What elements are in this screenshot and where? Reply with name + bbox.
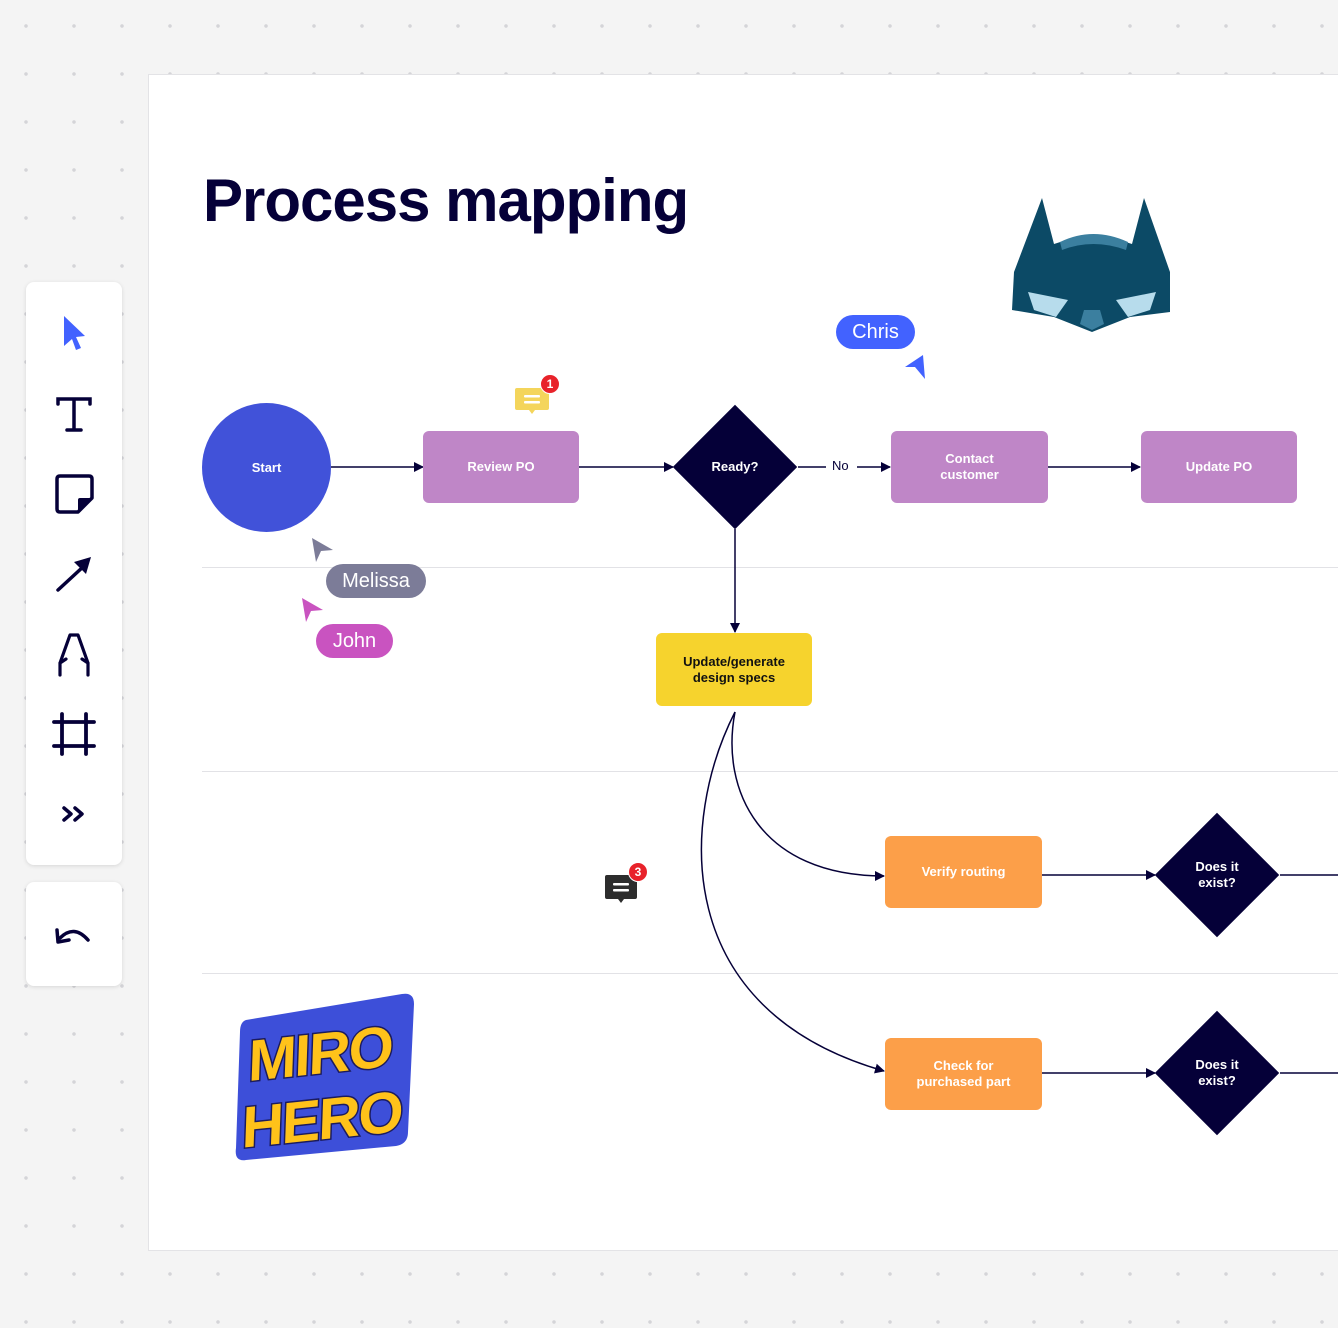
miro-hero-sticker[interactable]: MIRO HERO <box>232 992 418 1162</box>
comment-count-badge: 3 <box>628 862 648 882</box>
undo-icon <box>55 928 90 944</box>
undo-button[interactable] <box>50 910 98 958</box>
arrow-line-icon <box>56 557 91 592</box>
sticky-note-icon <box>55 474 94 514</box>
check-purchased-part-node[interactable]: Check for purchased part <box>885 1038 1042 1110</box>
update-specs-node[interactable]: Update/generate design specs <box>656 633 812 706</box>
start-label: Start <box>251 459 282 475</box>
tool-more[interactable] <box>50 790 98 838</box>
no-edge-label[interactable]: No <box>829 458 852 473</box>
exist-1-line2: exist? <box>1198 875 1236 890</box>
exist-1-line1: Does it <box>1195 859 1239 874</box>
tool-connection-line[interactable] <box>50 550 98 598</box>
pen-icon <box>58 633 90 677</box>
frame-icon <box>52 712 96 756</box>
chevron-double-right-icon <box>62 806 84 822</box>
tool-pen[interactable] <box>50 630 98 678</box>
collaborator-cursor-melissa-icon <box>312 538 333 562</box>
tool-sticky-note[interactable] <box>50 470 98 518</box>
collaborator-label-melissa: Melissa <box>326 564 426 598</box>
verify-routing-node[interactable]: Verify routing <box>885 836 1042 908</box>
check-part-label-line2: purchased part <box>916 1074 1011 1089</box>
exist-label-1: Does it exist? <box>1155 858 1279 892</box>
cursor-arrow-icon <box>64 316 85 350</box>
collaborator-cursor-chris-icon <box>905 355 925 379</box>
left-toolbar <box>26 282 122 865</box>
comment-marker-1[interactable]: 1 <box>514 374 560 418</box>
collaborator-label-chris: Chris <box>836 315 915 349</box>
tool-text[interactable] <box>50 390 98 438</box>
bat-mask-sticker[interactable] <box>1008 192 1178 337</box>
tool-frame[interactable] <box>50 710 98 758</box>
ready-label: Ready? <box>711 459 759 474</box>
comment-icon <box>515 388 549 414</box>
contact-customer-node[interactable]: Contact customer <box>891 431 1048 503</box>
lane-divider <box>202 771 1338 772</box>
page-title[interactable]: Process mapping <box>203 167 689 234</box>
text-icon <box>56 397 92 432</box>
collaborator-cursor-john-icon <box>302 598 323 622</box>
review-po-label: Review PO <box>467 459 535 474</box>
contact-customer-label-line2: customer <box>940 467 999 482</box>
exist-label-2: Does it exist? <box>1155 1056 1279 1090</box>
comment-marker-2[interactable]: 3 <box>604 862 648 904</box>
tool-select[interactable] <box>50 310 98 358</box>
connector-specs-check <box>700 711 885 1074</box>
review-po-node[interactable]: Review PO <box>423 431 579 503</box>
update-po-node[interactable]: Update PO <box>1141 431 1297 503</box>
collaborator-label-john: John <box>316 624 393 658</box>
exist-2-line2: exist? <box>1198 1073 1236 1088</box>
lane-divider <box>202 567 1338 568</box>
verify-routing-label: Verify routing <box>921 864 1006 879</box>
connector-specs-verify <box>731 711 885 881</box>
update-po-label: Update PO <box>1185 459 1253 474</box>
start-node[interactable]: Start <box>202 403 331 532</box>
update-specs-label-line2: design specs <box>692 669 776 685</box>
update-specs-label-line1: Update/generate <box>683 653 785 669</box>
comment-count-badge: 1 <box>540 374 560 394</box>
lane-divider <box>202 973 1338 974</box>
check-part-label-line1: Check for <box>933 1058 994 1073</box>
comment-icon <box>605 875 637 903</box>
contact-customer-label-line1: Contact <box>945 451 994 466</box>
exist-2-line1: Does it <box>1195 1057 1239 1072</box>
undo-toolbar <box>26 882 122 986</box>
